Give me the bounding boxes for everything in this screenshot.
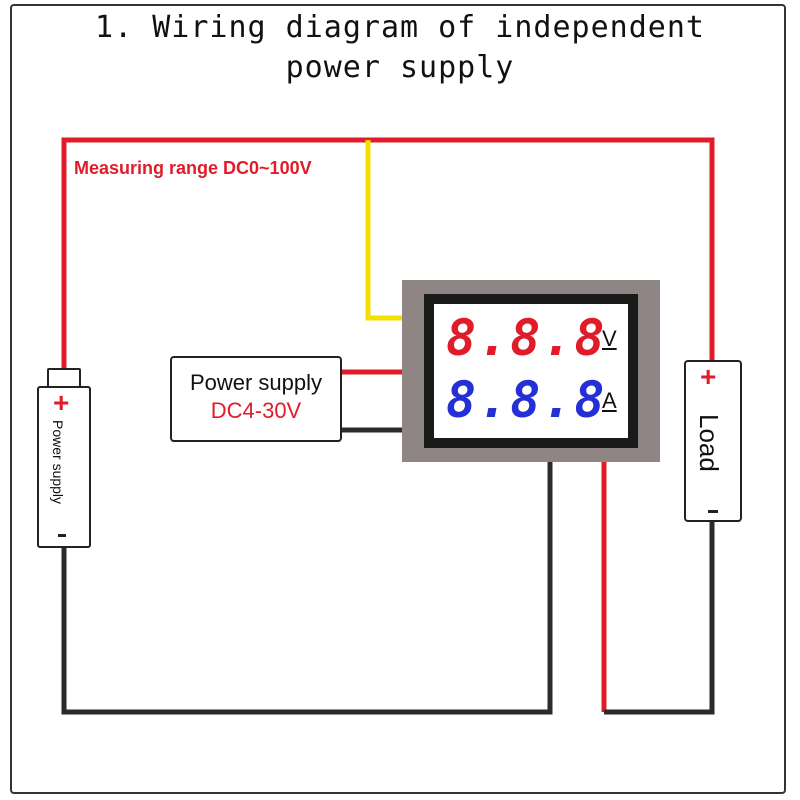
- psu-box: Power supply DC4-30V: [170, 356, 342, 442]
- current-unit: A: [602, 388, 617, 413]
- diagram-title: 1. Wiring diagram of independent power s…: [0, 8, 800, 88]
- load-label: Load: [694, 414, 724, 472]
- load-minus-sign: [708, 510, 718, 513]
- voltage-unit: V: [602, 326, 617, 351]
- negative-wire-bottom: [61, 462, 553, 715]
- battery-cap: [47, 368, 81, 388]
- measuring-range-label: Measuring range DC0~100V: [74, 158, 312, 178]
- yellow-measuring-wire: [365, 140, 402, 321]
- load-return-wire: [604, 522, 715, 715]
- battery-plus-sign: +: [53, 387, 70, 418]
- title-line-1: 1. Wiring diagram of independent: [95, 10, 705, 45]
- voltage-digits: 8.8.8: [446, 309, 607, 367]
- meter-bezel: 8.8.8 V 8.8.8 A: [402, 280, 660, 462]
- load-box: [684, 360, 742, 522]
- current-digits: 8.8.8: [446, 371, 607, 429]
- psu-label: Power supply: [189, 370, 323, 395]
- battery-minus-sign: [58, 534, 66, 537]
- psu-voltage-range: DC4-30V: [210, 398, 302, 423]
- meter-screen: 8.8.8 V 8.8.8 A: [424, 294, 638, 448]
- meter-display-panel: 8.8.8 V 8.8.8 A: [434, 304, 628, 438]
- load-plus-sign: +: [700, 361, 717, 392]
- diagram-frame: [10, 4, 786, 794]
- positive-wire-top: [61, 137, 715, 370]
- battery-body: [37, 386, 91, 548]
- title-line-2: power supply: [285, 50, 515, 85]
- battery-label: Power supply: [50, 420, 66, 505]
